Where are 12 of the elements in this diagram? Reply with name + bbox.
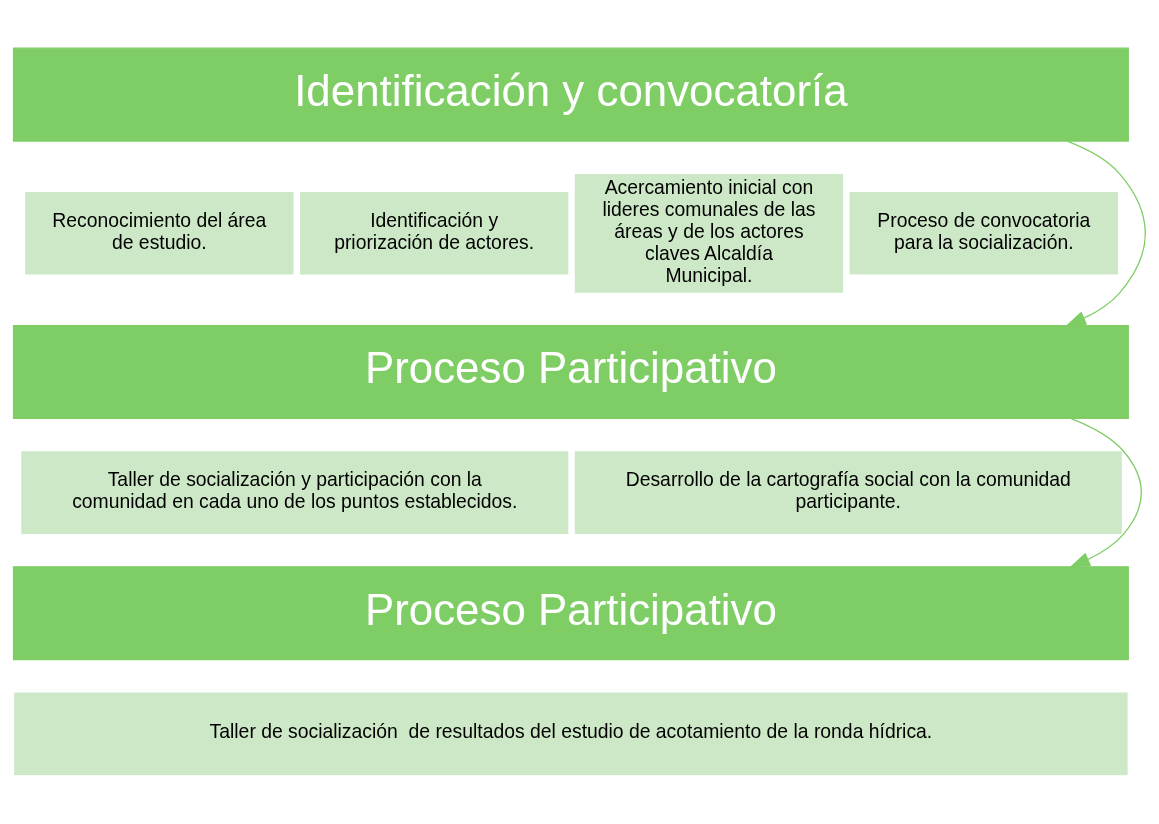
node-box: Proceso de convocatoria para la socialización. — [848, 190, 1120, 276]
node-box: Desarrollo de la cartografía social con la comunidad participante. — [573, 450, 1124, 536]
arrow — [1069, 417, 1143, 568]
node-box: Reconocimiento del área de estudio. — [23, 190, 295, 276]
node-box: Identificación y convocatoría — [12, 47, 1129, 142]
node-box: Taller de socialización y participación con la comunidad en cada uno de los puntos establecidos. — [20, 450, 570, 536]
node-box: Proceso Participativo — [12, 324, 1129, 420]
node-box: Proceso Participativo — [12, 566, 1129, 661]
node-box: Identificación y priorización de actores. — [298, 190, 570, 276]
arrow — [1065, 140, 1147, 327]
node-box: Taller de socialización de resultados del estudio de acotamiento de la ronda hídrica. — [12, 691, 1129, 777]
node-box: Acercamiento inicial con lideres comunales de las áreas y de los actores claves Alcaldía Municipal. — [573, 172, 845, 294]
